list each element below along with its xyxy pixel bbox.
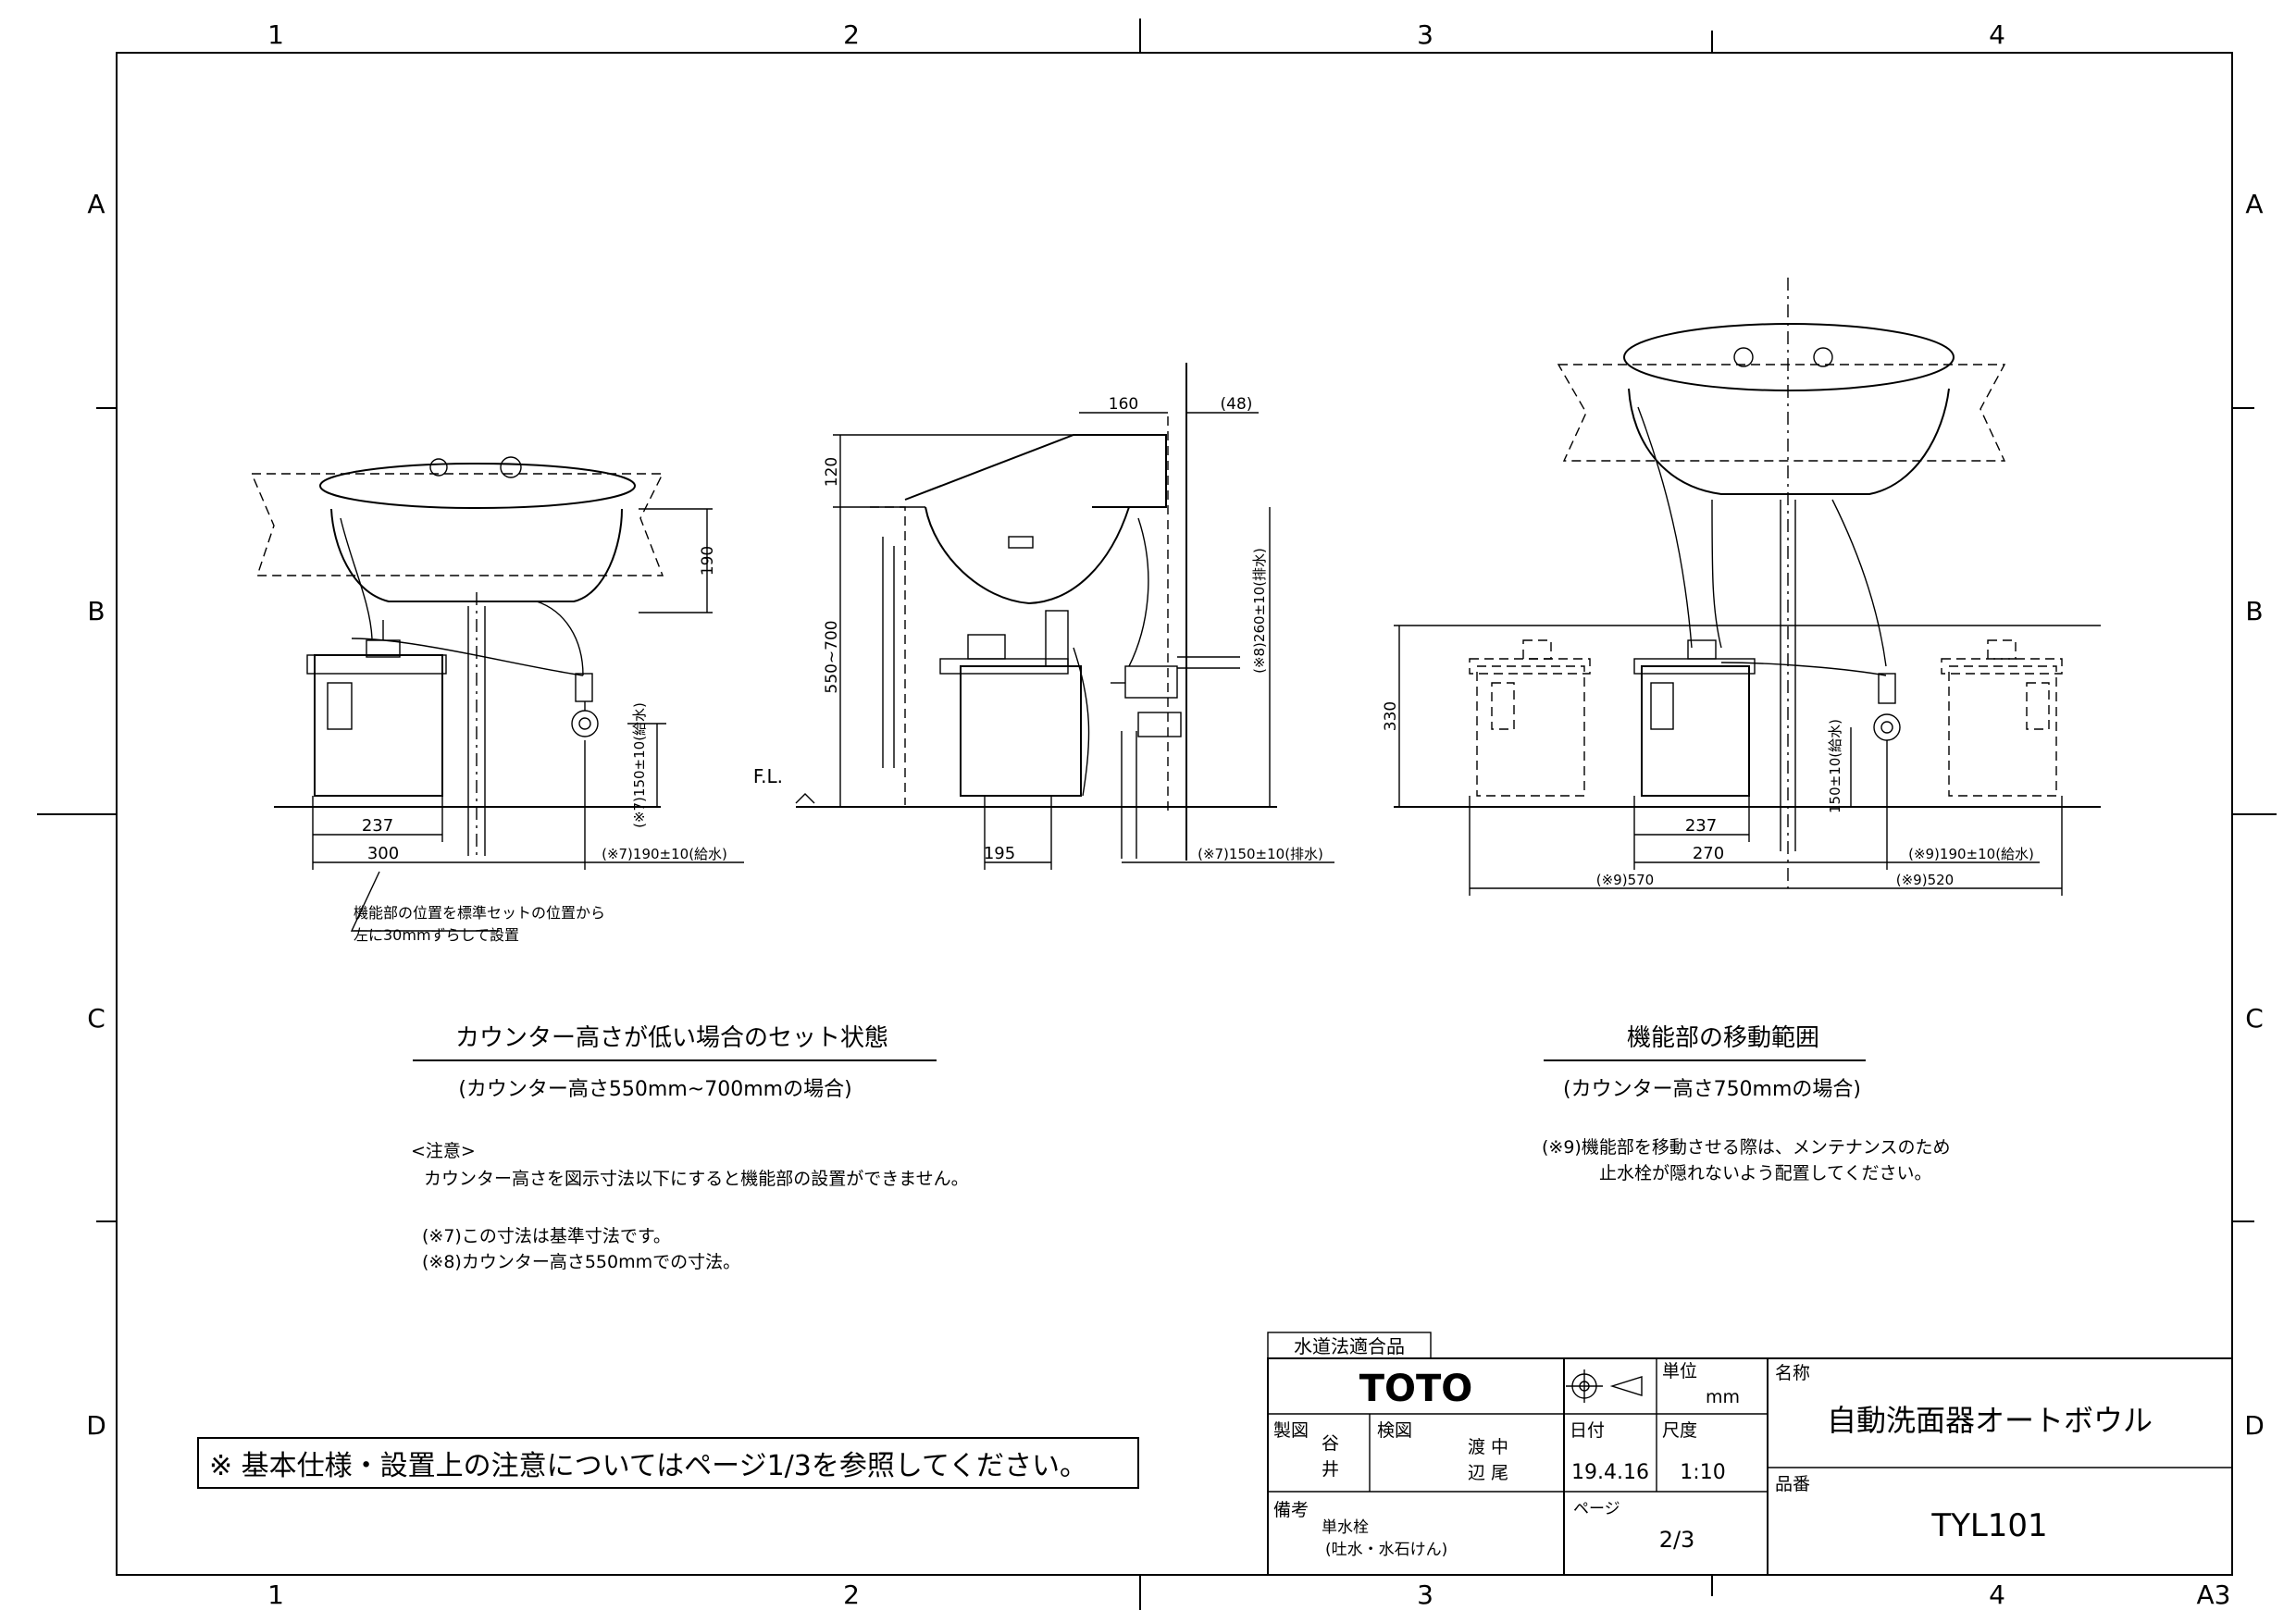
offset-note-line2: 左に30mmずらして設置 xyxy=(354,926,519,944)
notes: <注意> カウンター高さを図示寸法以下にすると機能部の設置ができません。 (※7… xyxy=(411,1137,1950,1272)
drafted-label: 製図 xyxy=(1273,1420,1309,1441)
dim-570: (※9)570 xyxy=(1596,872,1654,888)
projection-symbol-icon xyxy=(1566,1369,1643,1403)
date-label: 日付 xyxy=(1570,1420,1605,1441)
row-label-a-right: A xyxy=(2245,189,2263,219)
col-label-3-bottom: 3 xyxy=(1417,1580,1433,1610)
row-label-c: C xyxy=(87,1003,105,1034)
note-9-line2: 止水栓が隠れないよう配置してください。 xyxy=(1599,1163,1931,1183)
dim-160: 160 xyxy=(1109,395,1138,414)
sheet-frame xyxy=(37,19,2277,1610)
drafted-name-2: 井 xyxy=(1322,1459,1339,1480)
dim-330: 330 xyxy=(1382,701,1400,731)
remarks-label: 備考 xyxy=(1273,1500,1309,1520)
grid-labels: 1 2 3 4 1 2 3 4 A B C D A B C D A3 xyxy=(86,19,2265,1610)
offset-note-line1: 機能部の位置を標準セットの位置から xyxy=(354,904,605,922)
sheet-size-label: A3 xyxy=(2197,1580,2231,1610)
col-label-2-bottom: 2 xyxy=(843,1580,860,1610)
dim-150-supply: (※7)150±10(給水) xyxy=(631,702,648,828)
right-caption-title: 機能部の移動範囲 xyxy=(1627,1024,1819,1052)
dim-190-supply: (※7)190±10(給水) xyxy=(602,846,727,862)
dim-270: 270 xyxy=(1693,844,1724,863)
row-label-d: D xyxy=(86,1410,106,1441)
dim-237: 237 xyxy=(362,816,393,836)
reference-box: ※ 基本仕様・設置上の注意についてはページ1/3を参照してください。 xyxy=(197,1437,1139,1489)
col-label-1: 1 xyxy=(267,19,284,50)
page-label: ページ xyxy=(1573,1500,1620,1518)
checked-name-1: 渡 中 xyxy=(1468,1437,1508,1457)
note-9-line1: (※9)機能部を移動させる際は、メンテナンスのため xyxy=(1542,1137,1950,1158)
unit-label: 単位 xyxy=(1662,1361,1697,1381)
dim-150-drain: (※7)150±10(排水) xyxy=(1198,846,1323,862)
row-label-c-right: C xyxy=(2245,1003,2264,1034)
left-caption-title: カウンター高さが低い場合のセット状態 xyxy=(455,1024,888,1052)
caution-heading: <注意> xyxy=(411,1141,476,1161)
date-value: 19.4.16 xyxy=(1571,1461,1649,1484)
captions: カウンター高さが低い場合のセット状態 (カウンター高さ550mm~700mmの場… xyxy=(413,1024,1866,1101)
dim-300: 300 xyxy=(367,844,399,863)
right-caption-subtitle: (カウンター高さ750mmの場合) xyxy=(1563,1078,1861,1101)
remarks-line2: (吐水・水石けん) xyxy=(1325,1541,1447,1559)
title-block: 水道法適合品 TOTO 単位 mm 名称 自動洗面器オートボウル 製図 谷 井 … xyxy=(1267,1332,2233,1576)
col-label-1-bottom: 1 xyxy=(267,1580,284,1610)
page-value: 2/3 xyxy=(1659,1527,1695,1553)
scale-value: 1:10 xyxy=(1680,1461,1725,1484)
col-label-4-bottom: 4 xyxy=(1989,1580,2005,1610)
left-caption-subtitle: (カウンター高さ550mm~700mmの場合) xyxy=(458,1078,851,1101)
name-label: 名称 xyxy=(1775,1363,1810,1383)
row-label-d-right: D xyxy=(2244,1410,2265,1441)
col-label-4: 4 xyxy=(1989,19,2005,50)
note-8: (※8)カウンター高さ550mmでの寸法。 xyxy=(422,1252,740,1272)
dim-190: 190 xyxy=(699,546,717,576)
dim-550-700: 550~700 xyxy=(823,620,841,693)
dim-150-supply-right: 150±10(給水) xyxy=(1827,719,1843,813)
caution-body: カウンター高さを図示寸法以下にすると機能部の設置ができません。 xyxy=(424,1169,969,1189)
dim-120: 120 xyxy=(823,457,841,487)
col-label-2: 2 xyxy=(843,19,860,50)
col-label-3: 3 xyxy=(1417,19,1433,50)
row-label-a: A xyxy=(87,189,105,219)
drafted-name-1: 谷 xyxy=(1322,1433,1339,1454)
checked-name-2: 辺 尾 xyxy=(1468,1463,1508,1483)
dim-195: 195 xyxy=(984,844,1015,863)
unit-value: mm xyxy=(1706,1387,1740,1407)
side-view: F.L. 160 (48) 120 550~700 (※8)260±10(排水)… xyxy=(753,363,1334,870)
product-name: 自動洗面器オートボウル xyxy=(1827,1403,2153,1438)
floor-level-label: F.L. xyxy=(753,765,783,787)
part-number-label: 品番 xyxy=(1775,1474,1810,1494)
reference-text: ※ 基本仕様・設置上の注意についてはページ1/3を参照してください。 xyxy=(209,1450,1087,1482)
front-view-low-counter: 190 (※7)150±10(給水) 237 300 (※7)190±10(給水… xyxy=(250,456,744,944)
dim-190-supply-right: (※9)190±10(給水) xyxy=(1908,846,2034,862)
remarks-line1: 単水栓 xyxy=(1322,1518,1369,1537)
dim-48: (48) xyxy=(1221,395,1253,414)
dim-237-right: 237 xyxy=(1685,816,1717,836)
row-label-b: B xyxy=(87,596,105,626)
compliance-tag: 水道法適合品 xyxy=(1294,1335,1405,1357)
part-number: TYL101 xyxy=(1930,1507,2047,1544)
dim-260-drain: (※8)260±10(排水) xyxy=(1251,548,1268,674)
dim-520: (※9)520 xyxy=(1896,872,1954,888)
toto-logo: TOTO xyxy=(1359,1368,1473,1410)
movement-range-view: 330 150±10(給水) 237 270 (※9)190±10(給水) (※… xyxy=(1382,278,2101,896)
row-label-b-right: B xyxy=(2245,596,2263,626)
scale-label: 尺度 xyxy=(1662,1420,1697,1441)
checked-label: 検図 xyxy=(1377,1420,1412,1441)
note-7: (※7)この寸法は基準寸法です。 xyxy=(422,1226,671,1246)
